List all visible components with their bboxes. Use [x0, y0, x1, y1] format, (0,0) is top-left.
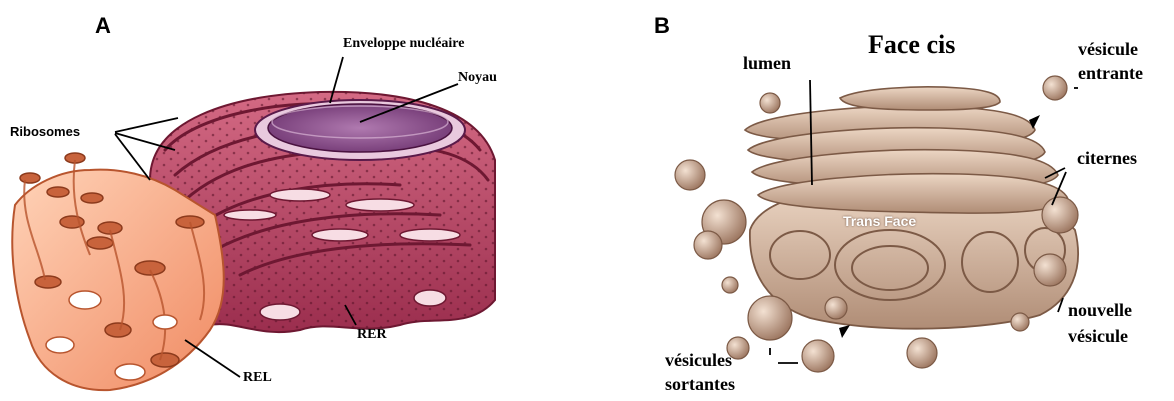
label-rel: REL — [243, 370, 272, 386]
label-new-vesicle-line2: vésicule — [1068, 326, 1128, 347]
panel-b-letter: B — [654, 13, 670, 39]
label-nuclear-envelope: Enveloppe nucléaire — [343, 36, 464, 52]
label-cisternae: citernes — [1077, 148, 1137, 169]
label-face-cis: Face cis — [868, 30, 955, 60]
label-lumen: lumen — [743, 53, 791, 74]
label-nucleus: Noyau — [458, 70, 497, 86]
label-vesicle-in-line1: vésicule — [1078, 39, 1138, 60]
label-rer: RER — [357, 327, 387, 343]
nucleus — [255, 100, 465, 160]
golgi-stack — [745, 87, 1078, 329]
label-new-vesicle-line1: nouvelle — [1068, 300, 1132, 321]
label-vesicles-out-line1: vésicules — [665, 350, 732, 371]
panel-a-letter: A — [95, 13, 111, 39]
label-vesicle-in-line2: entrante — [1078, 63, 1143, 84]
label-trans-face: Trans Face — [843, 213, 916, 229]
label-vesicles-out-line2: sortantes — [665, 374, 735, 395]
label-ribosomes: Ribosomes — [10, 124, 80, 139]
